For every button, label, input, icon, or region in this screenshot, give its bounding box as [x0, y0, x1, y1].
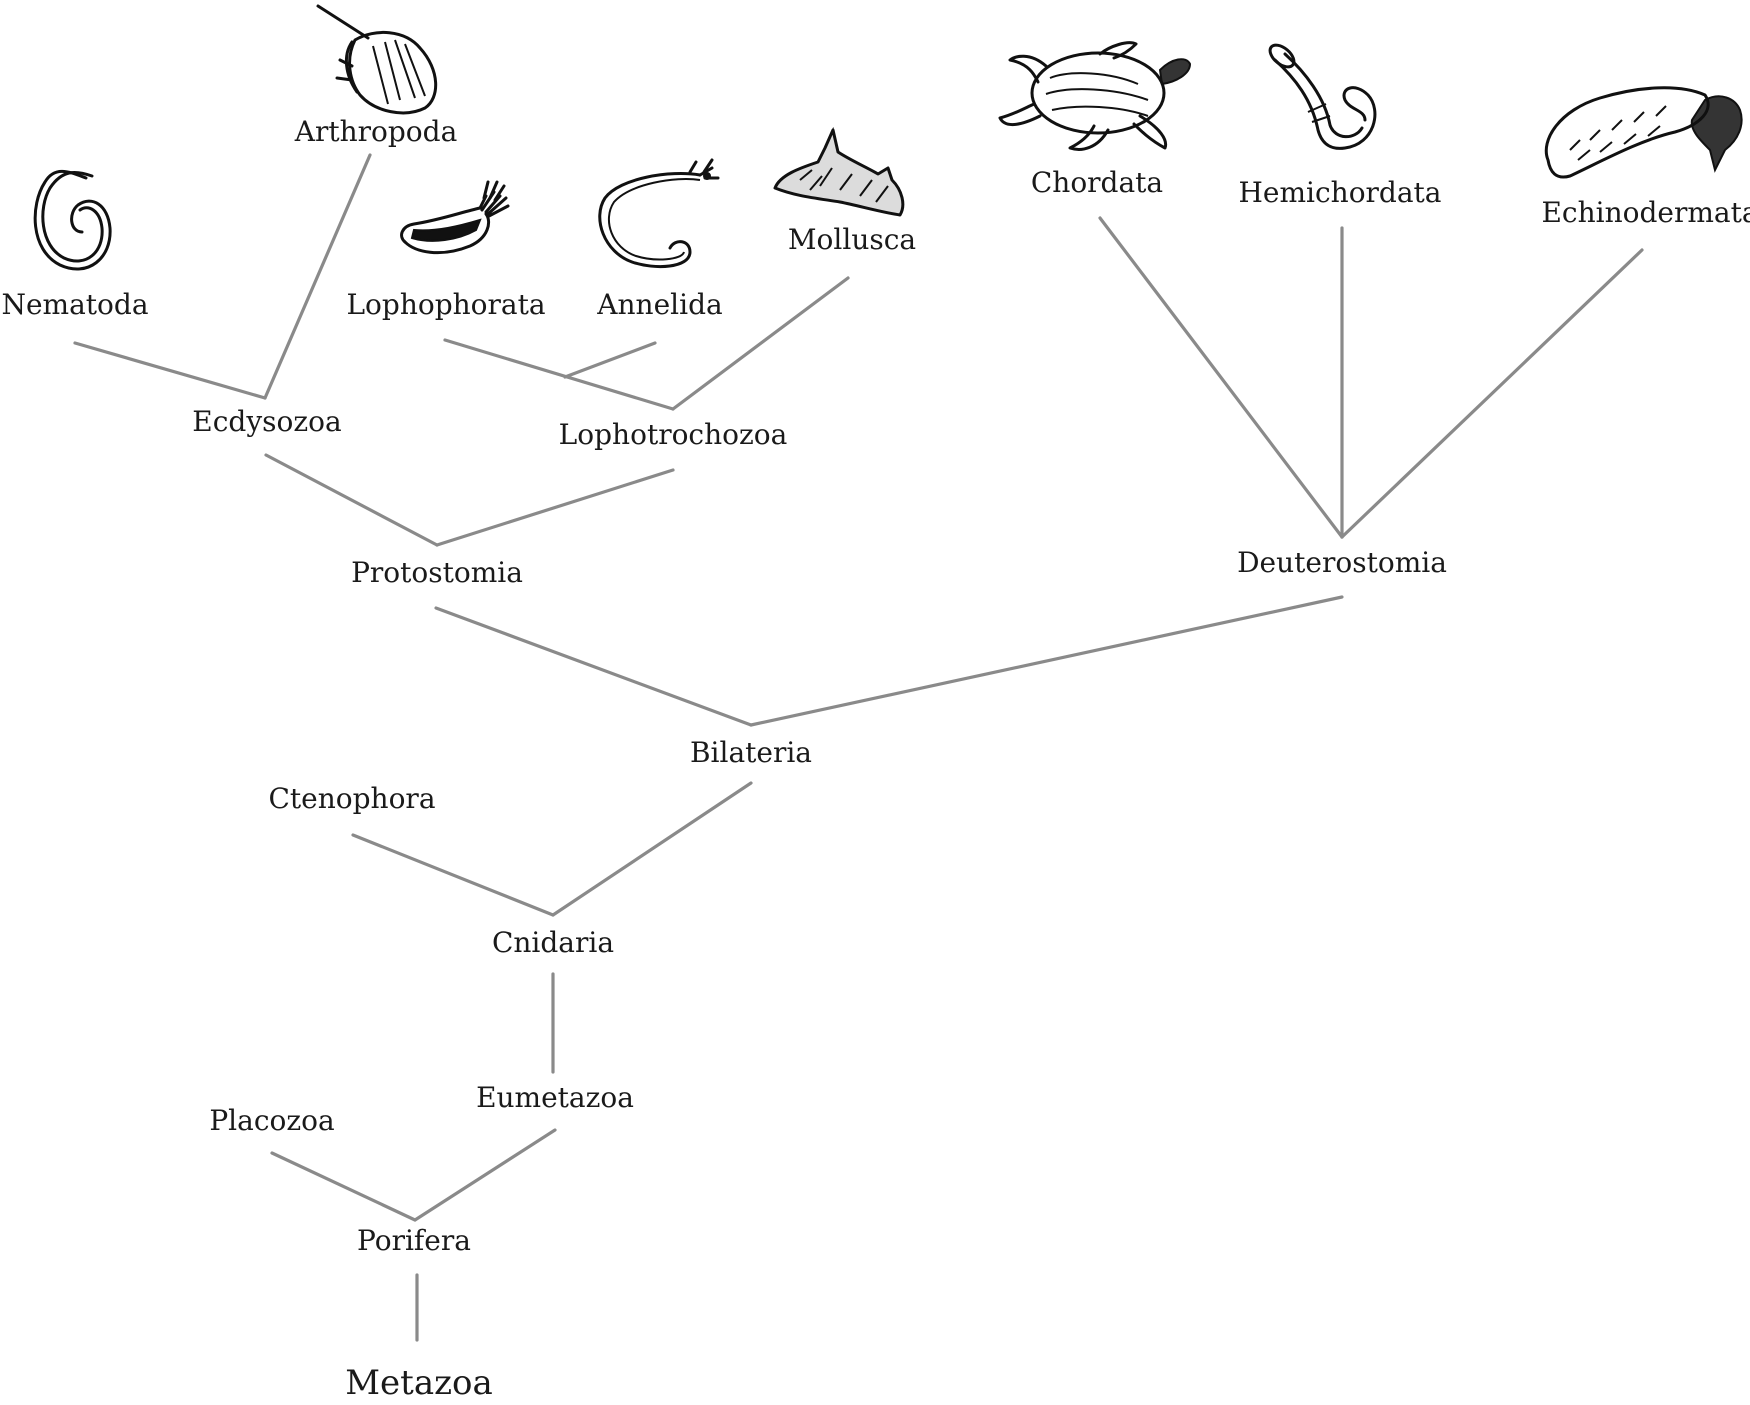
sea-cucumber-icon: [1544, 86, 1743, 179]
edge-protostomia-ecdysozoa: [264, 453, 439, 547]
edge-deuterostomia-chordata: [1098, 216, 1344, 539]
edge-ecdysozoa-arthropoda: [263, 153, 372, 400]
edge-cnidaria-ctenophora: [351, 833, 555, 917]
edge-porifera-eumetazoa: [413, 1128, 557, 1222]
node-label-cnidaria: Cnidaria: [492, 926, 614, 959]
node-label-hemichordata: Hemichordata: [1238, 176, 1441, 209]
node-label-chordata: Chordata: [1031, 166, 1163, 199]
node-label-ecdysozoa: Ecdysozoa: [192, 405, 341, 438]
node-label-protostomia: Protostomia: [351, 556, 523, 589]
edge-protostomia-lophotrochozoa: [435, 468, 675, 547]
node-label-porifera: Porifera: [357, 1224, 471, 1257]
phoronid-icon: [400, 180, 510, 255]
node-label-placozoa: Placozoa: [209, 1104, 334, 1137]
node-label-ctenophora: Ctenophora: [268, 782, 435, 815]
node-label-nematoda: Nematoda: [1, 288, 148, 321]
node-label-annelida: Annelida: [596, 288, 722, 321]
edge-lophotrochozoa-annelida: [563, 341, 657, 379]
node-label-eumetazoa: Eumetazoa: [476, 1081, 634, 1114]
node-label-lophotrochozoa: Lophotrochozoa: [559, 418, 788, 451]
node-labels: Metazoa Porifera Placozoa Eumetazoa Cnid…: [1, 115, 1750, 1403]
node-label-deuterostomia: Deuterostomia: [1237, 546, 1447, 579]
nematode-worm-icon: [33, 169, 112, 271]
edge-lophotrochozoa-mollusca: [671, 276, 850, 411]
illustrations: [33, 4, 1743, 271]
edge-cnidaria-bilateria: [551, 781, 753, 917]
edge-lophotrochozoa-lophophorata: [443, 338, 675, 411]
node-label-arthropoda: Arthropoda: [294, 115, 458, 148]
annelid-worm-icon: [598, 158, 720, 269]
node-label-lophophorata: Lophophorata: [346, 288, 545, 321]
node-label-echinodermata: Echinodermata: [1541, 196, 1750, 229]
horseshoe-crab-icon: [316, 4, 438, 115]
node-label-bilateria: Bilateria: [690, 736, 812, 769]
acorn-worm-icon: [1268, 43, 1377, 150]
edge-bilateria-deuterostomia: [749, 595, 1344, 727]
edge-porifera-placozoa: [270, 1151, 417, 1222]
node-label-metazoa: Metazoa: [345, 1363, 493, 1403]
sea-slug-icon: [773, 126, 905, 217]
tree-branches: [73, 153, 1644, 1342]
edge-deuterostomia-echinodermata: [1340, 248, 1644, 539]
edge-ecdysozoa-nematoda: [73, 341, 267, 400]
edge-bilateria-protostomia: [434, 606, 753, 727]
sea-turtle-icon: [998, 41, 1192, 151]
node-label-mollusca: Mollusca: [788, 223, 916, 256]
